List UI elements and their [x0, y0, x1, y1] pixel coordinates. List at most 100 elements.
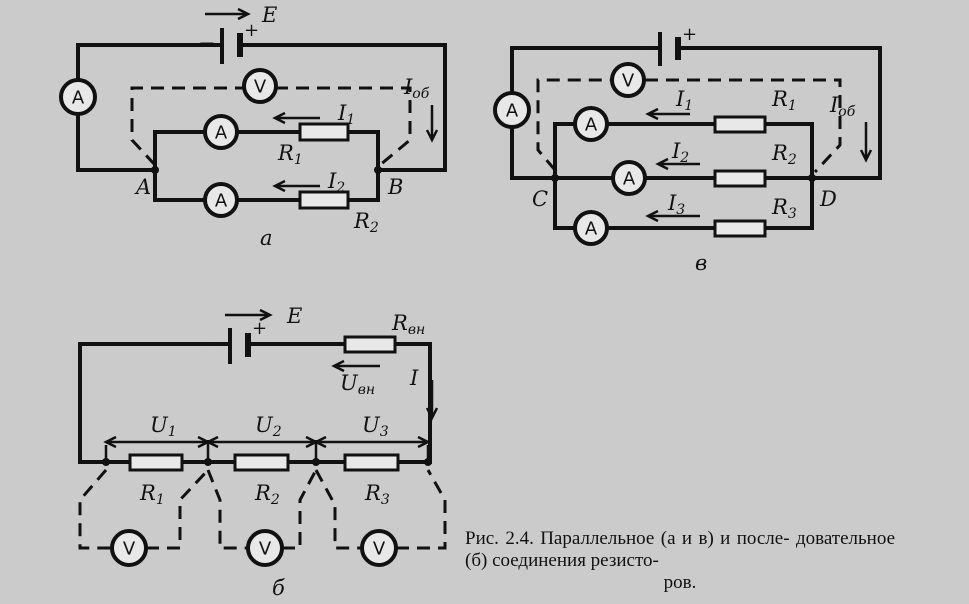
- caption-line-1: Рис. 2.4. Параллельное (а и в) и после-: [465, 528, 790, 549]
- ammeter-v-branch2: [611, 160, 647, 196]
- caption-line-2: довательное (б) соединения резисто-: [465, 528, 896, 571]
- i3-arrow-v: [645, 209, 700, 223]
- node-b: [374, 166, 382, 174]
- voltmeter-a: [242, 68, 278, 104]
- u3-label: U3: [362, 413, 389, 440]
- ammeter-a-main-label: A: [72, 88, 85, 109]
- diagram-a: A A A V − + E Iоб I1 I2 R1 R2 A B а: [59, 3, 447, 250]
- node-b-1: [102, 458, 110, 466]
- i2-label-a: I2: [327, 169, 345, 196]
- figure-caption: Рис. 2.4. Параллельное (а и в) и после- …: [465, 528, 895, 594]
- emf-arrow-a: [205, 7, 251, 21]
- ammeter-a-branch2-label: A: [215, 191, 228, 212]
- voltmeter-b2: [246, 529, 284, 567]
- ammeter-v-main: [493, 91, 531, 129]
- diagram-letter-b: б: [272, 576, 285, 600]
- resistor-a-r2: [298, 190, 350, 210]
- ammeter-a-branch2: [203, 182, 239, 218]
- minus-sign-v: −: [636, 35, 654, 59]
- node-b-3: [312, 458, 320, 466]
- resistor-b-r2: [233, 453, 290, 472]
- node-d: [808, 174, 816, 182]
- minus-sign-b: −: [205, 331, 223, 355]
- resistor-v-r2: [713, 169, 767, 188]
- r3-label-b: R3: [364, 481, 390, 508]
- node-b-2: [204, 458, 212, 466]
- diagram-b: V V V − + E Rвн Uвн I U1 U2 U3 R1 R2 R3 …: [78, 304, 447, 600]
- resistor-b-rint: [343, 335, 397, 354]
- node-c: [551, 174, 559, 182]
- ammeter-v-main-label: A: [506, 101, 519, 122]
- resistor-b-r3: [343, 453, 400, 472]
- voltmeter-v: [610, 62, 646, 98]
- i1-arrow-v: [645, 107, 690, 121]
- total-current-label-a: Iоб: [403, 75, 430, 102]
- node-b-4: [424, 458, 432, 466]
- voltmeter-b3-label: V: [373, 539, 386, 560]
- resistor-v-r1: [713, 115, 767, 134]
- r1-label-b: R1: [139, 481, 165, 508]
- emf-label-b: E: [286, 304, 302, 328]
- i2-label-v: I2: [671, 139, 689, 166]
- ammeter-v-branch1-label: A: [585, 115, 598, 136]
- diagram-v: A A A A V − + Iоб I1 I2 I3 R1 R2 R3 C D …: [493, 24, 882, 275]
- plus-sign-v: +: [682, 24, 697, 45]
- current-label-b: I: [409, 366, 419, 390]
- minus-sign-a: −: [198, 31, 216, 55]
- plus-sign-a: +: [244, 20, 259, 41]
- plus-sign-b: +: [252, 318, 267, 339]
- resistor-b-r1: [128, 453, 184, 472]
- u1-span-arrow: [103, 435, 211, 449]
- voltmeter-b1-label: V: [123, 539, 136, 560]
- r2-label-b: R2: [254, 481, 280, 508]
- r3-label-v: R3: [771, 195, 797, 222]
- r1-label-v: R1: [771, 87, 797, 114]
- voltmeter-b1: [110, 529, 148, 567]
- ammeter-v-branch1: [573, 106, 609, 142]
- r2-label-v: R2: [771, 141, 797, 168]
- ammeter-v-branch3-label: A: [585, 219, 598, 240]
- diagram-letter-v: в: [695, 251, 707, 275]
- voltmeter-b2-label: V: [259, 539, 272, 560]
- r1-label-a: R1: [277, 141, 303, 168]
- current-arrow-v: [859, 122, 873, 163]
- ammeter-v-branch2-label: A: [623, 169, 636, 190]
- voltmeter-b3: [360, 529, 398, 567]
- ammeter-a-main: [59, 78, 97, 116]
- emf-arrow-b: [225, 308, 273, 322]
- i1-arrow-a: [272, 111, 320, 125]
- i2-arrow-a: [272, 179, 320, 193]
- i1-label-a: I1: [337, 101, 355, 128]
- node-label-b: B: [387, 175, 403, 199]
- i3-label-v: I3: [667, 191, 685, 218]
- resistor-v-r3: [713, 219, 767, 238]
- current-arrow-a: [425, 105, 439, 143]
- u-int-label: Uвн: [340, 371, 375, 398]
- node-label-d: D: [819, 187, 837, 211]
- resistor-a-r1: [298, 122, 350, 142]
- i2-arrow-v: [655, 157, 700, 171]
- u1-label: U1: [150, 413, 177, 440]
- u3-span-arrow: [313, 435, 431, 449]
- u-int-arrow: [331, 359, 380, 373]
- u2-span-arrow: [205, 435, 319, 449]
- voltmeter-v-label: V: [622, 71, 635, 92]
- node-a: [151, 166, 159, 174]
- diagram-letter-a: а: [260, 226, 273, 250]
- current-arrow-b: [425, 380, 439, 421]
- i1-label-v: I1: [675, 87, 693, 114]
- ammeter-a-branch1-label: A: [215, 123, 228, 144]
- node-label-a: A: [134, 175, 151, 199]
- ammeter-a-branch1: [203, 114, 239, 150]
- r2-label-a: R2: [353, 209, 379, 236]
- caption-line-3: ров.: [663, 572, 697, 593]
- emf-label-a: E: [261, 3, 277, 27]
- u2-label: U2: [255, 413, 282, 440]
- voltmeter-a-label: V: [254, 77, 267, 98]
- r-int-label: Rвн: [391, 311, 425, 338]
- total-current-label-v: Iоб: [829, 93, 856, 120]
- node-label-c: C: [532, 187, 548, 211]
- ammeter-v-branch3: [573, 210, 609, 246]
